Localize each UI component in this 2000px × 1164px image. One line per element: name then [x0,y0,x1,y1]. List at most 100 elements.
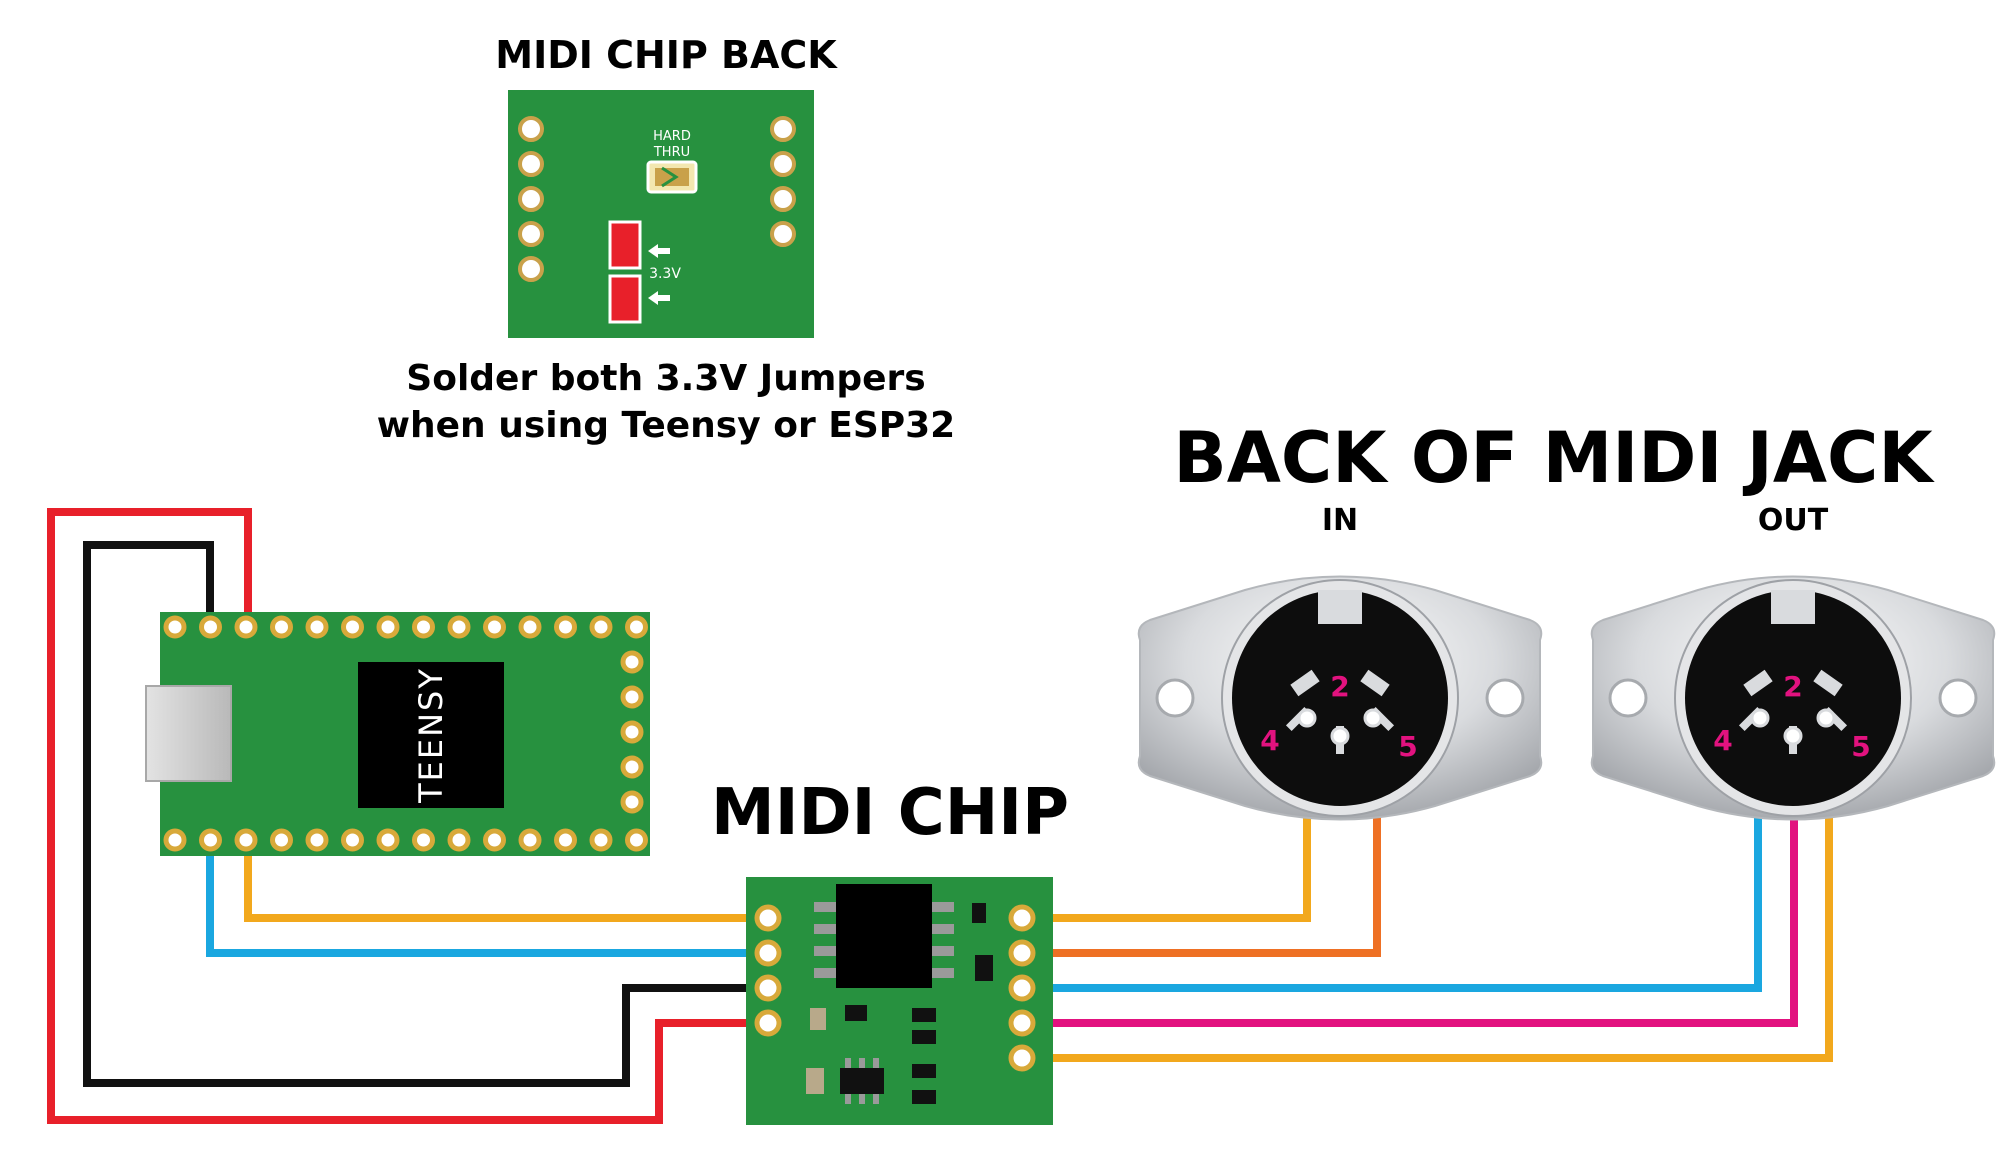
wire-red-power [47,508,768,1124]
midi-jack-out: 4 2 5 OUT [1590,503,1996,821]
pad [1008,1009,1036,1037]
jack-pin-number: 2 [1330,670,1349,703]
back-right-pads [770,116,796,247]
midi-chip-title: MIDI CHIP [711,776,1069,850]
jack-body [1137,575,1543,821]
usb-port-icon [145,685,232,782]
pad [518,116,544,142]
teensy-pin [625,828,648,852]
teensy-pin [518,615,542,639]
teensy-pin [483,615,506,639]
solder-note-line1: Solder both 3.3V Jumpers [406,358,925,399]
midi-chip-back-section: MIDI CHIP BACK HARD THRU [377,33,955,446]
midi-chip-right-pads [1008,904,1036,1072]
teensy-pins [163,615,648,852]
back-left-pads [518,116,544,282]
jumper-voltage-label: 3.3V [649,266,681,282]
teensy-pin [589,828,613,852]
teensy-pin [447,828,471,852]
hard-thru-label-line1: HARD [653,129,691,144]
pad [770,151,796,177]
pad [754,939,782,967]
jack-pin-number: 4 [1260,724,1279,757]
pad [518,256,544,282]
smd-part [912,1008,936,1022]
jack-pin-number: 5 [1398,730,1417,763]
wire-yellow-midi-out-5 [1022,718,1833,1062]
teensy-pin [625,615,648,639]
arrow-left-icon [648,291,670,305]
teensy-pin [483,828,506,852]
jack-out-label: OUT [1758,503,1829,538]
teensy-pin [589,615,613,639]
teensy-pin [554,615,577,639]
pad [754,904,782,932]
back-of-midi-jack-title: BACK OF MIDI JACK [1173,417,1935,499]
teensy-chip [358,662,504,808]
midi-chip-left-pads [754,904,782,1037]
resistor [810,1008,826,1030]
teensy-pin [412,615,435,639]
teensy-pin [412,828,435,852]
teensy-pin [234,615,258,639]
teensy-pin [163,615,187,639]
teensy-pin [620,650,644,674]
solder-jumper-icon [646,160,698,194]
mount-hole [1608,678,1648,718]
jack-body [1590,575,1996,821]
teensy-pin [554,828,577,852]
teensy-pin [620,720,644,744]
pad [1008,939,1036,967]
midi-chip-back-title: MIDI CHIP BACK [495,33,838,77]
teensy-pin [270,828,293,852]
jack-in-label: IN [1322,503,1358,538]
diode [975,955,993,981]
pad [770,186,796,212]
smd-part [912,1090,936,1104]
mount-hole [1938,678,1978,718]
pad [1008,904,1036,932]
teensy-chip-label: TEENSY [412,667,450,804]
jack-pin-number: 5 [1851,730,1870,763]
resistor [806,1068,824,1094]
teensy-pin [234,828,258,852]
teensy-pin [376,828,400,852]
pad [754,1009,782,1037]
pad [770,221,796,247]
wire-black-ground [83,541,768,1087]
midi-chip-ic [814,884,954,988]
teensy-pin [163,828,187,852]
teensy-pin [305,828,329,852]
teensy-pin [199,615,222,639]
smd-part [912,1030,936,1044]
jack-pin-number: 4 [1713,724,1732,757]
pad [1008,1044,1036,1072]
mount-hole [1155,678,1195,718]
teensy-pin [270,615,293,639]
teensy-pin [376,615,400,639]
teensy-board: TEENSY [145,612,650,856]
wire-magenta-midi-out-2 [1022,736,1798,1027]
wire-yellow-rx [244,840,768,922]
teensy-pin [518,828,542,852]
teensy-pin [305,615,329,639]
diode [972,903,986,923]
midi-jack-in: 4 2 5 IN [1137,503,1543,821]
teensy-pin [620,790,644,814]
teensy-pin [620,685,644,709]
smd-part [845,1005,867,1021]
solder-note-line2: when using Teensy or ESP32 [377,405,955,446]
jack-pin-number: 2 [1783,670,1802,703]
teensy-pin [341,828,364,852]
teensy-pin [199,828,222,852]
pad [518,221,544,247]
pad [518,151,544,177]
midi-chip-section: MIDI CHIP [711,776,1069,1125]
jumper-bottom [608,274,642,324]
teensy-pin [620,755,644,779]
teensy-pin [447,615,471,639]
arrow-left-icon [648,244,670,258]
transistor [840,1058,884,1104]
jumper-top [608,220,642,270]
